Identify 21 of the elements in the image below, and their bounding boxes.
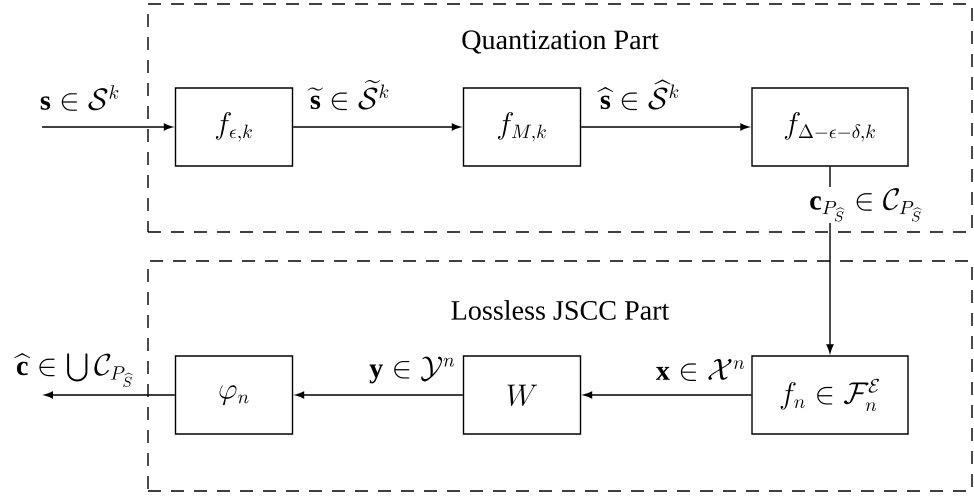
edge-label: $\mathbf{y} \in \mathcal{Y}^n$ bbox=[367, 354, 458, 386]
process-box: $\varphi_n$ bbox=[174, 355, 294, 435]
process-box: $W$ bbox=[462, 355, 582, 435]
arrow bbox=[44, 392, 175, 398]
arrow bbox=[581, 124, 750, 130]
edge-label: $\widehat{\mathbf{c}} \in \bigcup \mathcal{C}_{P_{\widehat{S}}}$ bbox=[14, 352, 136, 388]
edge-label: $\mathbf{s} \in \mathcal{S}^k$ bbox=[38, 83, 122, 113]
process-box: $f_n \in \mathcal{F}_n^{\mathcal{E}}$ bbox=[751, 355, 909, 435]
edge-label: $\widetilde{\mathbf{s}} \in \widetilde{\mathcal{S}}^k$ bbox=[308, 78, 392, 112]
process-box: $f_{M,k}$ bbox=[462, 87, 582, 167]
section-title: Quantization Part bbox=[462, 30, 659, 54]
process-box: $f_{\epsilon,k}$ bbox=[174, 87, 294, 167]
section-title: Lossless JSCC Part bbox=[451, 300, 670, 320]
process-box: $f_{\Delta-\epsilon-\delta,k}$ bbox=[751, 87, 909, 167]
arrow bbox=[583, 392, 752, 398]
edge-label: $\mathbf{x} \in \mathcal{X}^n$ bbox=[654, 357, 748, 383]
edge-label: $\mathbf{c}_{P_{\widehat{S}}} \in \mathcal{C}_{P_{\widehat{S}}}$ bbox=[807, 187, 925, 223]
arrow bbox=[293, 124, 461, 130]
arrow bbox=[42, 124, 173, 130]
arrow bbox=[295, 392, 463, 398]
edge-label: $\widehat{\mathbf{s}} \in \widehat{\mathcal{S}}^k$ bbox=[597, 78, 682, 112]
